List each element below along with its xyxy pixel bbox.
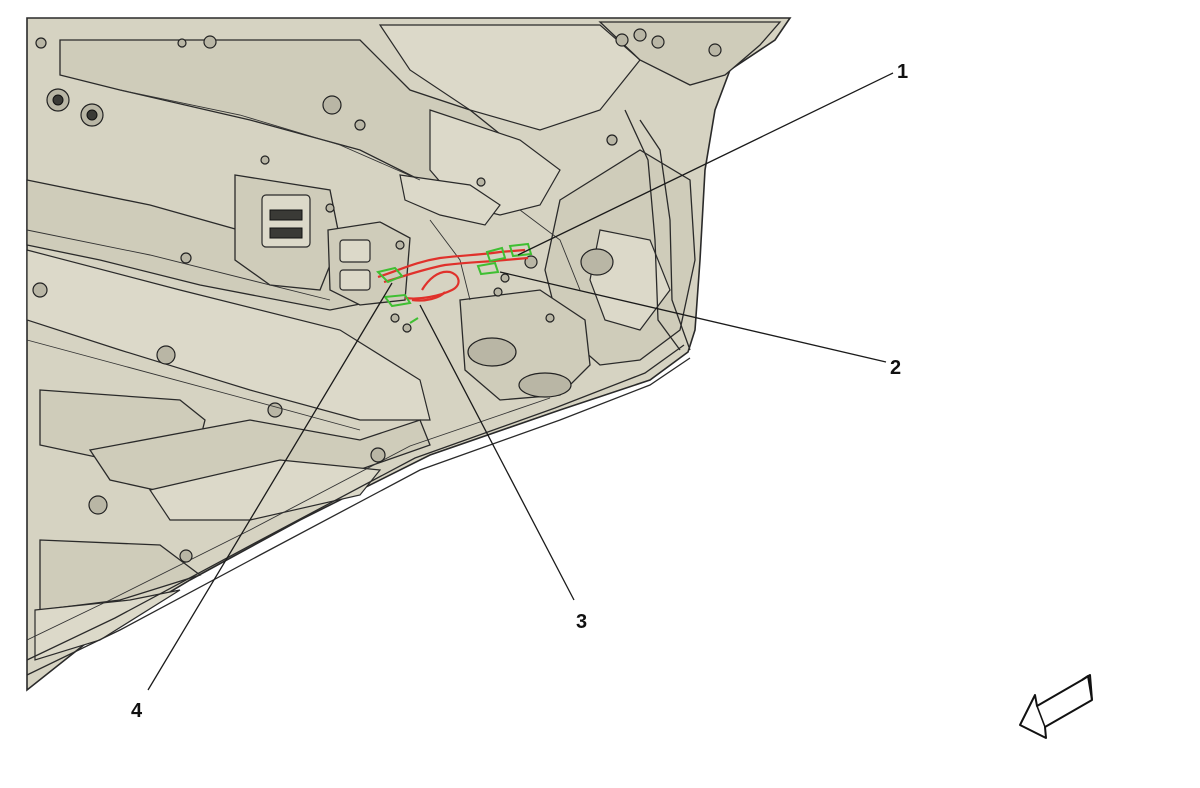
direction-arrow-icon bbox=[1019, 674, 1093, 739]
leader-line-3 bbox=[419, 304, 575, 601]
harness-clips bbox=[376, 242, 533, 324]
callout-4: 4 bbox=[131, 700, 143, 722]
callout-1: 1 bbox=[897, 61, 908, 83]
leader-line-1 bbox=[517, 72, 894, 256]
fastener-holes bbox=[32, 28, 722, 563]
floor-pan-body bbox=[26, 17, 792, 692]
leader-line-4 bbox=[147, 282, 393, 691]
leader-line-2 bbox=[499, 271, 887, 363]
callout-3: 3 bbox=[576, 611, 587, 633]
callout-2: 2 bbox=[890, 357, 901, 379]
